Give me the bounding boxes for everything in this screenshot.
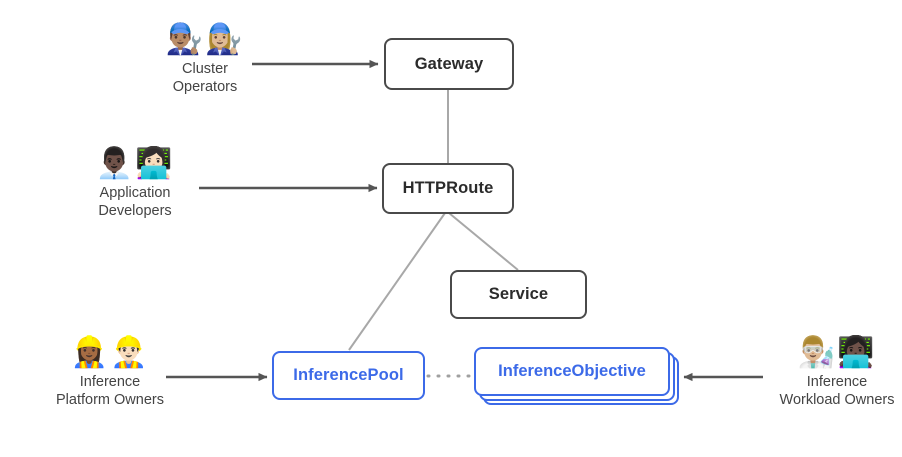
application-developers-emoji: 👨🏿‍💼👩🏻‍💻 bbox=[95, 146, 175, 181]
connector-httproute-inferencepool bbox=[348, 212, 446, 351]
inference-workload-owners-emoji: 👨🏼‍🔬👩🏿‍💻 bbox=[797, 335, 877, 370]
node-gateway[interactable]: Gateway bbox=[384, 38, 514, 90]
inference-workload-owners-label: Inference Workload Owners bbox=[779, 374, 895, 408]
persona-cluster-operators: 👨🏽‍🔧👩🏼‍🔧 Cluster Operators bbox=[105, 22, 305, 96]
persona-application-developers: 👨🏿‍💼👩🏻‍💻 Application Developers bbox=[35, 146, 235, 220]
cluster-operators-label: Cluster Operators bbox=[172, 61, 238, 95]
node-inferenceobjective-label: InferenceObjective bbox=[498, 362, 646, 380]
inferenceobjective-stack-layer-front[interactable]: InferenceObjective bbox=[474, 347, 670, 396]
node-gateway-label: Gateway bbox=[414, 54, 484, 73]
application-developers-label: Application Developers bbox=[98, 185, 172, 219]
node-httproute-label: HTTPRoute bbox=[402, 179, 494, 197]
inference-platform-owners-emoji: 👷🏾‍♀️👷🏻‍♂️ bbox=[70, 335, 150, 370]
inference-platform-owners-label: Inference Platform Owners bbox=[56, 374, 164, 408]
node-httproute[interactable]: HTTPRoute bbox=[382, 163, 514, 214]
node-service[interactable]: Service bbox=[450, 270, 587, 319]
node-inferencepool-label: InferencePool bbox=[293, 366, 404, 384]
persona-inference-workload-owners: 👨🏼‍🔬👩🏿‍💻 Inference Workload Owners bbox=[737, 335, 902, 409]
node-inferencepool[interactable]: InferencePool bbox=[272, 351, 425, 400]
cluster-operators-emoji: 👨🏽‍🔧👩🏼‍🔧 bbox=[165, 22, 245, 57]
node-inferenceobjective[interactable]: InferenceObjective bbox=[474, 347, 679, 409]
connector-httproute-service bbox=[448, 212, 519, 271]
node-service-label: Service bbox=[488, 285, 549, 303]
persona-inference-platform-owners: 👷🏾‍♀️👷🏻‍♂️ Inference Platform Owners bbox=[10, 335, 210, 409]
